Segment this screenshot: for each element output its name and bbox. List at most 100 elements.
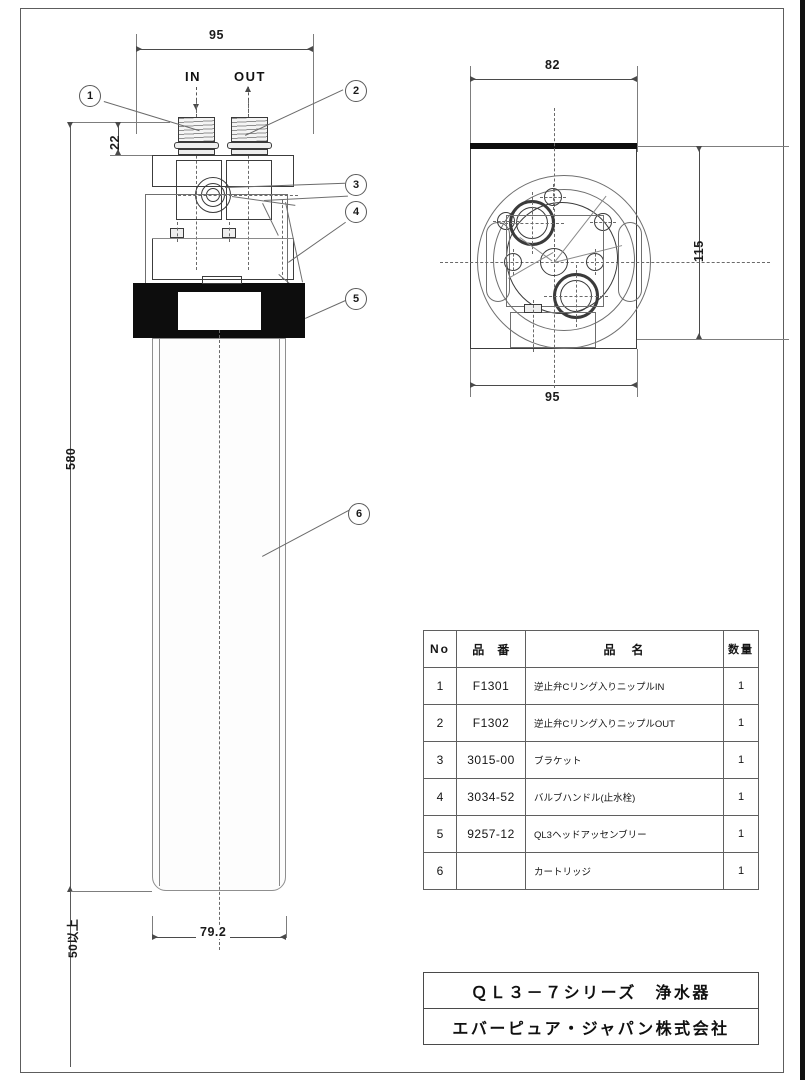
dim-arrow-left-82 [470,76,476,82]
flow-label-out: OUT [234,69,266,84]
table-row[interactable]: 5 9257-12 QL3ヘッドアッセンブリー 1 [423,815,759,853]
dim-line-115 [699,146,700,339]
header-part-number: 品 番 [456,630,526,668]
cell-no: 6 [423,852,457,890]
cell-pn: 9257-12 [456,815,526,853]
outlet-nipple-hex [231,149,268,155]
dim-ext-left-95b [470,349,471,397]
cell-no: 3 [423,741,457,779]
bolt-l-cross-v [513,249,514,275]
cell-name: バルブハンドル(止水栓) [525,778,724,816]
plan-base-rect [510,312,596,348]
dim-ext-22-bottom [110,155,170,156]
dim-line-22 [118,122,119,155]
dim-arrow-right-82 [631,76,637,82]
dim-line-95b [470,385,637,386]
cell-qty: 1 [723,815,759,853]
cell-name: QL3ヘッドアッセンブリー [525,815,724,853]
bolt-top-cross-v [553,184,554,210]
plan-base-cl [533,300,534,352]
dim-line-clearance [70,891,71,1067]
cell-name: ブラケット [525,741,724,779]
leader-5 [305,299,348,319]
housing-inner-circle [493,189,635,331]
housing-outer-circle [477,175,651,349]
dim-value-overall-height: 580 [64,447,78,470]
cell-pn [456,852,526,890]
header-no: No [423,630,457,668]
dim-value-service-clearance: 50以上 [66,918,80,958]
table-row[interactable]: 3 3015-00 ブラケット 1 [423,741,759,779]
cell-no: 1 [423,667,457,705]
dim-line-82 [470,79,637,80]
dim-value-nipple-height: 22 [108,135,122,150]
cell-qty: 1 [723,667,759,705]
dim-ext-left-95 [136,34,137,134]
parts-table-header-row: No 品 番 品 名 数量 [423,630,759,668]
callout-6[interactable]: 6 [348,503,370,525]
callout-4[interactable]: 4 [345,201,367,223]
plan-outlet-cl-v [576,265,577,327]
title-block-product-row: ＱＬ３－７シリーズ 浄水器 [424,973,758,1009]
dim-line-95 [136,49,313,50]
dim-ext-right-95b [637,349,638,397]
dim-arrow-right-95b [631,382,637,388]
dim-value-cartridge-diameter: 79.2 [196,925,231,939]
table-row[interactable]: 2 F1302 逆止弁Cリング入りニップルOUT 1 [423,704,759,742]
title-block: ＱＬ３－７シリーズ 浄水器 エバーピュア・ジャパン株式会社 [423,972,759,1045]
frame-left [20,8,21,1072]
callout-1[interactable]: 1 [79,85,101,107]
cell-pn: 3015-00 [456,741,526,779]
centerline-valve-horizontal [178,195,298,196]
cell-pn: F1301 [456,667,526,705]
dim-arrow-115-top [696,146,702,152]
dim-value-bracket-depth: 82 [545,58,560,72]
title-block-company: エバーピュア・ジャパン株式会社 [452,1020,730,1038]
mounting-lug-right [618,222,642,302]
outlet-nipple-thread [231,117,268,142]
cell-pn: 3034-52 [456,778,526,816]
cell-qty: 1 [723,704,759,742]
centerline-valve-handle [282,200,283,280]
flow-arrow-out-head [245,86,251,92]
table-row[interactable]: 6 カートリッジ 1 [423,852,759,890]
head-assembly-label-plate [178,292,261,330]
parts-table: No 品 番 品 名 数量 1 F1301 逆止弁Cリング入りニップルIN 1 … [423,630,759,890]
dim-value-bracket-height: 115 [692,240,706,262]
cell-no: 4 [423,778,457,816]
cell-no: 2 [423,704,457,742]
dim-arrow-left-792 [152,934,158,940]
frame-top [20,8,784,9]
cell-qty: 1 [723,852,759,890]
bolt-r-cross-v [595,249,596,275]
callout-3[interactable]: 3 [345,174,367,196]
head-seam-line [152,238,294,239]
plan-inlet-cl-v [532,192,533,254]
table-row[interactable]: 1 F1301 逆止弁Cリング入りニップルIN 1 [423,667,759,705]
dim-value-overall-width: 95 [209,28,224,42]
dim-ext-left-792 [152,916,153,938]
dim-arrow-580-top [67,122,73,128]
table-row[interactable]: 4 3034-52 バルブハンドル(止水栓) 1 [423,778,759,816]
dim-arrow-right-95 [307,46,313,52]
dim-arrow-115-bottom [696,333,702,339]
leader-2 [245,89,344,136]
dim-ext-right-792 [286,916,287,938]
head-assembly-boss [202,276,242,284]
plan-bracket-rect [506,215,604,307]
callout-2[interactable]: 2 [345,80,367,102]
dim-ext-bottom-115 [637,339,789,340]
cell-name: カートリッジ [525,852,724,890]
frame-bottom [20,1072,784,1073]
cell-pn: F1302 [456,704,526,742]
centerline-cartridge [219,330,220,950]
cartridge-inner-right [279,338,280,886]
dim-ext-left-82 [470,66,471,152]
dim-arrow-left-95 [136,46,142,52]
callout-5[interactable]: 5 [345,288,367,310]
dim-arrow-22-bottom [115,149,121,155]
cell-qty: 1 [723,778,759,816]
dim-value-bracket-width: 95 [545,390,560,404]
bracket-plate-edge [470,143,637,149]
